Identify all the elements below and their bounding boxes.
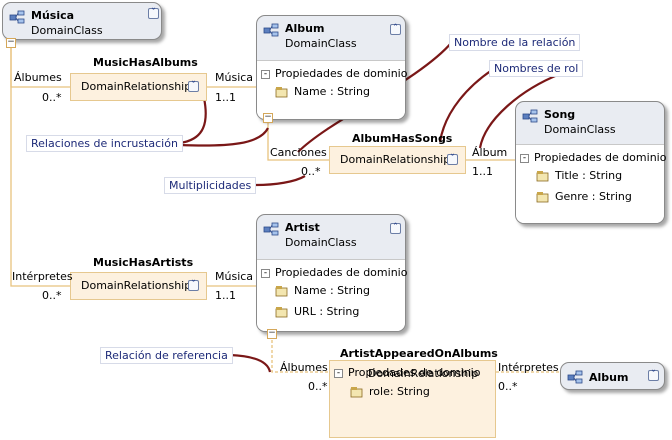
class-name: Song	[544, 108, 576, 121]
property-row[interactable]: Name : String	[275, 284, 370, 297]
callout-line-mult	[255, 175, 306, 187]
class-name: Música	[31, 9, 75, 22]
properties-section[interactable]: -Propiedades de dominio	[261, 266, 407, 279]
source-multiplicity: 0..*	[301, 165, 321, 178]
class-name: Artist	[285, 221, 320, 234]
collapse-toggle-icon[interactable]: ˆ	[390, 24, 401, 35]
connector-album-songs	[267, 120, 329, 161]
class-song[interactable]: Song DomainClass -Propiedades de dominio…	[515, 101, 666, 224]
section-collapse-icon[interactable]: -	[334, 368, 343, 378]
target-multiplicity: 0..*	[498, 380, 518, 393]
property-row[interactable]: Name : String	[275, 85, 370, 98]
relationship-music-has-artists[interactable]: DomainRelationship ˇ	[70, 272, 207, 300]
domain-class-icon	[9, 10, 25, 24]
relationship-name: MusicHasAlbums	[93, 56, 198, 69]
collapse-toggle-icon[interactable]: ˇ	[188, 280, 199, 291]
class-name: Album	[285, 22, 325, 35]
connector-musica-artists	[10, 45, 70, 287]
properties-section[interactable]: -Propiedades de dominio	[261, 67, 407, 80]
domain-class-icon	[522, 109, 538, 123]
relationship-label: DomainRelationship	[340, 153, 451, 166]
property-row[interactable]: URL : String	[275, 305, 359, 318]
section-collapse-icon[interactable]: -	[261, 69, 270, 79]
class-type: DomainClass	[31, 24, 103, 37]
relationship-label: DomainRelationship	[81, 80, 192, 93]
class-type: DomainClass	[285, 236, 357, 249]
callout-line-reference	[229, 353, 272, 373]
callout-multiplicities: Multiplicidades	[164, 177, 257, 194]
target-multiplicity: 1..1	[215, 289, 236, 302]
class-album[interactable]: Album DomainClass ˆ -Propiedades de domi…	[256, 15, 407, 120]
domain-class-icon	[263, 23, 279, 37]
relationship-label: DomainRelationship	[81, 279, 192, 292]
property-icon	[275, 286, 288, 297]
source-multiplicity: 0..*	[308, 380, 328, 393]
relationship-music-has-albums[interactable]: DomainRelationship ˇ	[70, 73, 207, 101]
class-body: -Propiedades de dominio Name : String	[257, 60, 407, 119]
relationship-label: DomainRelationship	[368, 367, 479, 380]
class-name: Album	[589, 371, 629, 384]
property-row[interactable]: Title : String	[536, 169, 622, 182]
class-musica[interactable]: Música DomainClass ˇ	[2, 2, 162, 40]
relationship-name: AlbumHasSongs	[352, 132, 453, 145]
property-icon	[275, 87, 288, 98]
collapse-toggle-icon[interactable]: ˇ	[188, 81, 199, 92]
domain-class-icon	[263, 222, 279, 236]
domain-class-icon	[567, 370, 583, 384]
relationship-name: MusicHasArtists	[93, 256, 194, 269]
source-multiplicity: 0..*	[42, 91, 62, 104]
callout-line-role-2	[478, 72, 561, 149]
source-multiplicity: 0..*	[42, 289, 62, 302]
relationship-album-has-songs[interactable]: DomainRelationship ˇ	[329, 146, 466, 174]
class-type: DomainClass	[544, 123, 616, 136]
callout-line-role-1	[438, 69, 493, 143]
property-row[interactable]: role: String	[350, 385, 430, 398]
target-role: Música	[215, 71, 254, 84]
callout-line-embed-2	[179, 127, 269, 147]
section-collapse-icon[interactable]: -	[261, 268, 270, 278]
callout-embedding: Relaciones de incrustación	[26, 135, 183, 152]
target-multiplicity: 1..1	[472, 165, 493, 178]
property-icon	[536, 171, 549, 182]
property-icon	[350, 387, 363, 398]
target-multiplicity: 1..1	[215, 91, 236, 104]
relationship-artist-appeared-on-albums[interactable]: DomainRelationship -Propiedades de domin…	[329, 360, 496, 438]
callout-relationship-name: Nombre de la relación	[449, 34, 581, 51]
source-role: Álbumes	[14, 71, 62, 84]
embedding-expander-icon[interactable]: −	[263, 112, 273, 123]
source-role: Álbumes	[280, 361, 328, 374]
class-album-reference[interactable]: Album ˇ	[560, 362, 665, 390]
class-body: -Propiedades de dominio Name : String UR…	[257, 259, 407, 331]
section-collapse-icon[interactable]: -	[520, 153, 529, 163]
target-role: Álbum	[472, 146, 508, 159]
reference-expander-icon[interactable]: −	[267, 328, 277, 339]
class-artist[interactable]: Artist DomainClass ˆ -Propiedades de dom…	[256, 214, 407, 332]
target-role: Intérpretes	[498, 361, 559, 374]
collapse-toggle-icon[interactable]: ˇ	[447, 154, 458, 165]
properties-section[interactable]: -Propiedades de dominio	[520, 151, 666, 164]
collapse-toggle-icon[interactable]: ˇ	[648, 370, 659, 381]
source-role: Intérpretes	[12, 270, 73, 283]
class-type: DomainClass	[285, 37, 357, 50]
relationship-name: ArtistAppearedOnAlbums	[340, 347, 498, 360]
property-icon	[275, 307, 288, 318]
source-role: Canciones	[270, 146, 327, 159]
collapse-toggle-icon[interactable]: ˆ	[390, 223, 401, 234]
callout-reference: Relación de referencia	[100, 347, 233, 364]
callout-line-embed-1	[179, 97, 207, 145]
property-icon	[536, 192, 549, 203]
properties-section[interactable]: -Propiedades de dominio	[334, 366, 480, 379]
callout-role-names: Nombres de rol	[489, 60, 584, 77]
embedding-expander-icon[interactable]: −	[6, 37, 16, 48]
class-body: -Propiedades de dominio Title : String G…	[516, 144, 666, 223]
target-role: Música	[215, 270, 254, 283]
property-row[interactable]: Genre : String	[536, 190, 632, 203]
collapse-toggle-icon[interactable]: ˇ	[148, 8, 159, 19]
connector-artist-appeared	[271, 340, 329, 373]
